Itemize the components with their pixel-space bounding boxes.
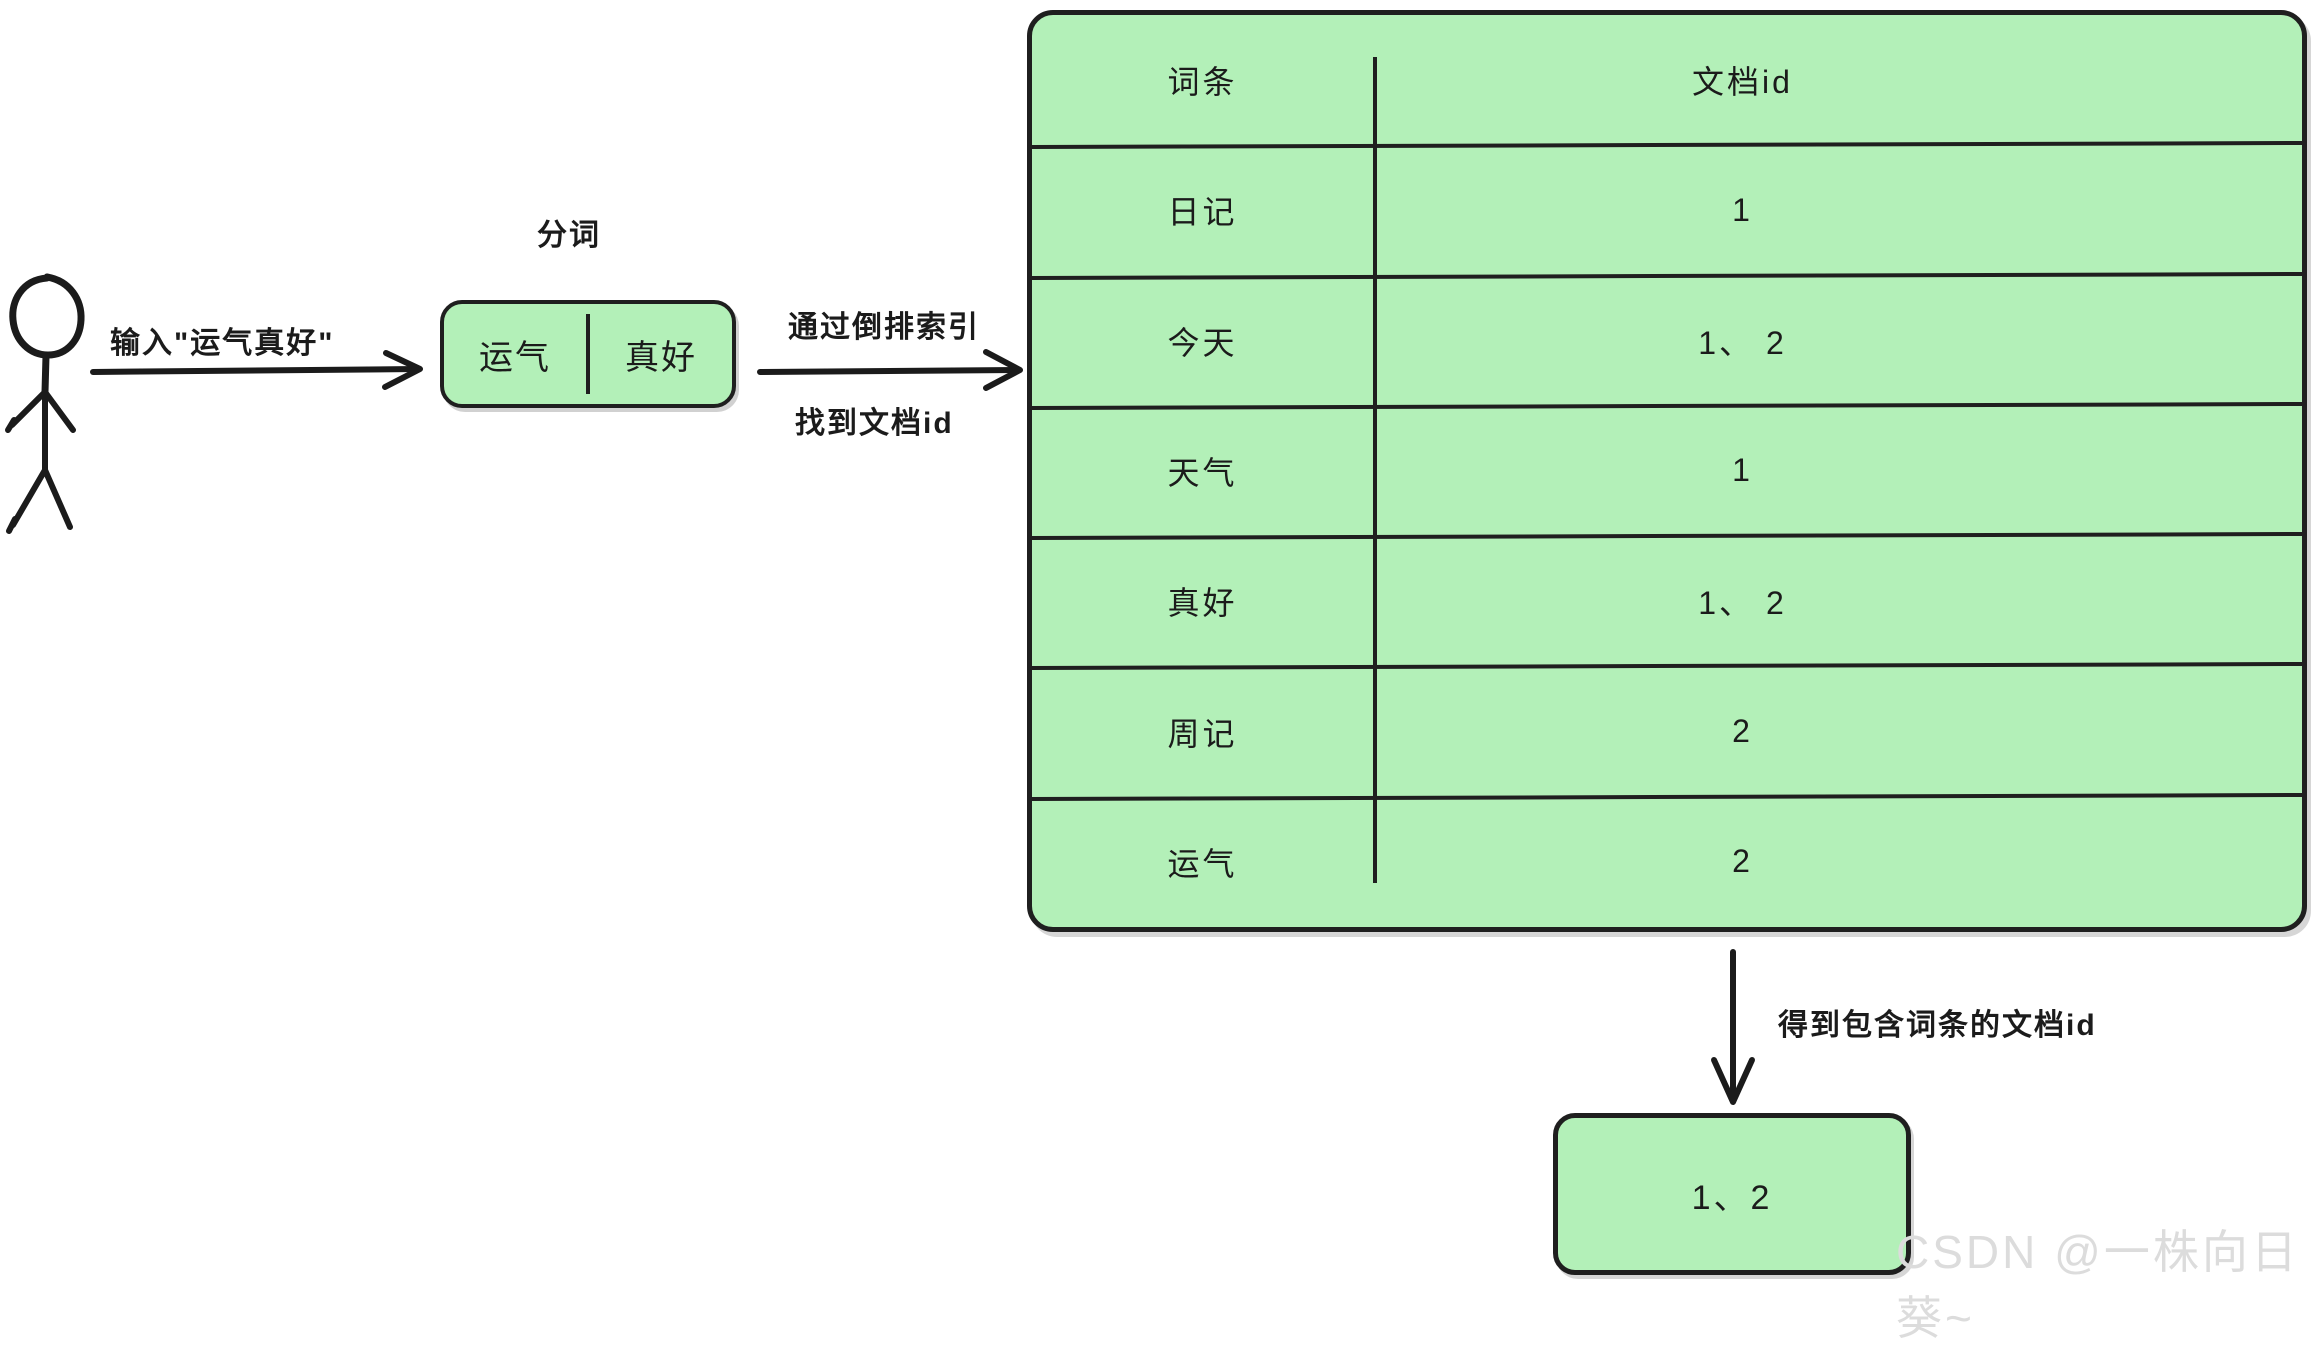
table-row: 真好 1、 2 [1032, 536, 2302, 666]
lookup-arrow-label-line1: 通过倒排索引 [788, 311, 980, 344]
stick-figure-body [5, 352, 76, 534]
lookup-arrow-label-line2: 找到文档id [795, 407, 954, 440]
row-term: 真好 [1167, 585, 1238, 622]
row-doc-ids: 1、 2 [1698, 324, 1787, 361]
stick-figure-head [9, 273, 85, 359]
token-divider [586, 314, 590, 394]
table-row: 运气 2 [1032, 797, 2302, 927]
input-arrow-label: 输入"运气真好" [110, 327, 335, 360]
arrow-result [1711, 949, 1755, 1105]
row-doc-ids: 1、 2 [1698, 585, 1787, 622]
result-doc-ids-box: 1、2 [1553, 1113, 1911, 1275]
row-term: 周记 [1167, 715, 1238, 752]
tokenized-terms-box: 运气 真好 [440, 300, 736, 408]
row-term: 运气 [1167, 845, 1238, 882]
row-doc-ids: 2 [1732, 843, 1753, 880]
table-row: 天气 1 [1032, 406, 2302, 536]
row-term: 日记 [1167, 194, 1238, 231]
token-item-0: 运气 [479, 338, 551, 377]
row-doc-ids: 1 [1732, 191, 1753, 228]
result-arrow-label: 得到包含词条的文档id [1778, 1009, 2097, 1042]
inverted-index-table: 词条 文档id 日记 1 今天 1、 2 天气 1 真好 1、 2 周记 2 [1027, 10, 2307, 932]
table-header-row: 词条 文档id [1032, 15, 2302, 145]
csdn-watermark: CSDN @一株向日葵~ [1896, 1226, 2300, 1344]
table-row: 周记 2 [1032, 666, 2302, 796]
row-term: 今天 [1167, 324, 1238, 361]
table-row: 日记 1 [1032, 145, 2302, 275]
row-term: 天气 [1167, 454, 1238, 491]
arrow-lookup [757, 349, 1023, 391]
table-row: 今天 1、 2 [1032, 276, 2302, 406]
header-term: 词条 [1167, 64, 1238, 101]
row-doc-ids: 2 [1732, 713, 1753, 750]
row-doc-ids: 1 [1732, 452, 1753, 489]
table-column-divider [1373, 57, 1377, 883]
header-doc-id: 文档id [1692, 64, 1793, 101]
tokenize-label: 分词 [537, 219, 601, 252]
diagram-canvas: 输入"运气真好" 分词 运气 真好 通过倒排索引 找到文档id 词条 文档id … [0, 0, 2324, 1282]
token-item-1: 真好 [625, 338, 697, 377]
